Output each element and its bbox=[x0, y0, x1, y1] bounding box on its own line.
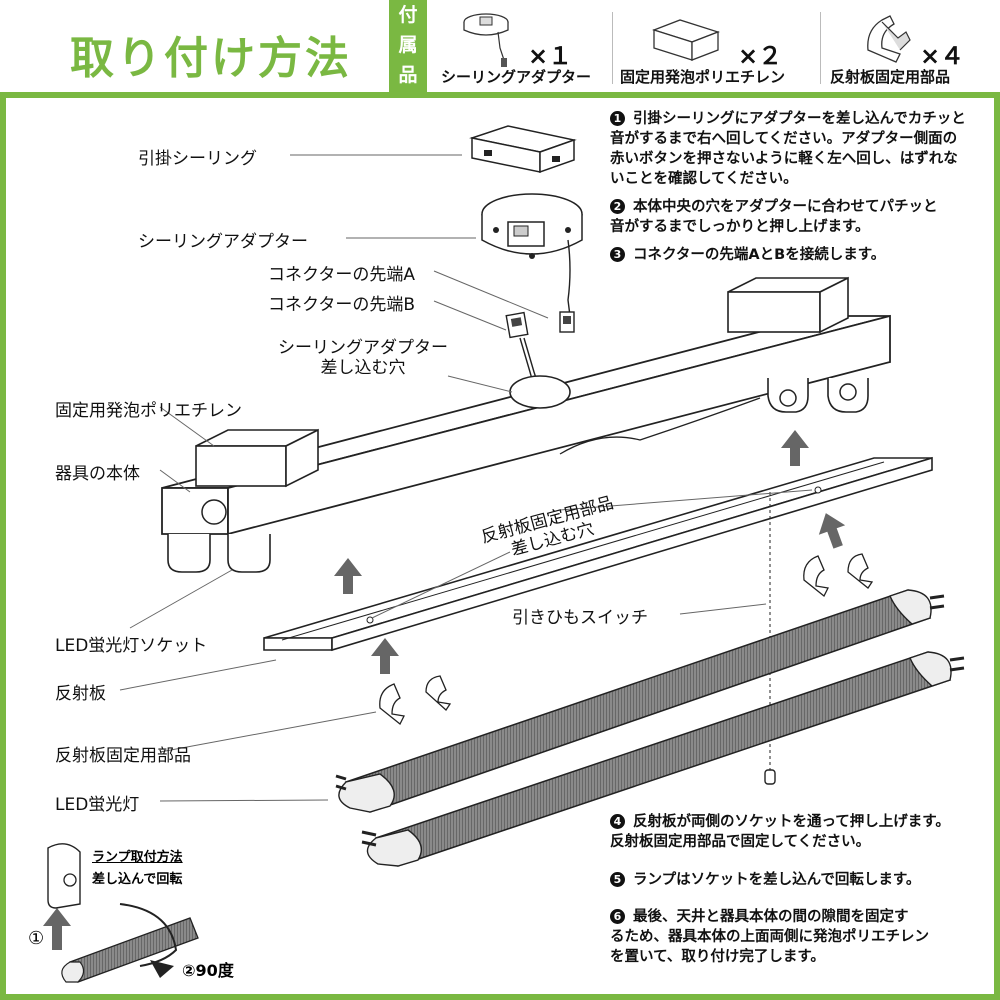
label-reflector-clip: 反射板固定用部品 bbox=[55, 746, 191, 766]
foam-block-icon bbox=[652, 19, 720, 61]
hikkake-ceiling-drawing bbox=[469, 125, 577, 174]
foam-block-right-drawing bbox=[727, 276, 849, 334]
label-adapter-hole-line: シーリングアダプター bbox=[278, 338, 448, 358]
label-adapter-hole-line: 差し込む穴 bbox=[320, 358, 406, 378]
accessory-qty: ×１ bbox=[528, 42, 573, 70]
step-number: 4 bbox=[610, 814, 625, 829]
up-arrow-icon bbox=[334, 558, 362, 594]
label-connector-b: コネクターの先端B bbox=[268, 295, 415, 315]
lamp-method-drawing bbox=[47, 843, 199, 983]
accessories-tab-char: 属 bbox=[398, 34, 418, 56]
reflector-drawing bbox=[263, 456, 933, 652]
reflector-clip-right-drawing bbox=[803, 553, 874, 598]
led-tube-lower-drawing bbox=[361, 651, 965, 867]
accessory-qty: ×４ bbox=[920, 42, 965, 70]
step-2: 2 本体中央の穴をアダプターに合わせてパチッと 音がするまでしっかりと押し上げます… bbox=[610, 197, 938, 237]
accessory-name: 固定用発泡ポリエチレン bbox=[620, 68, 786, 86]
label-adapter-hole: シーリングアダプター 差し込む穴 bbox=[258, 338, 468, 378]
ceiling-adapter-icon bbox=[463, 13, 509, 67]
label-hikkake-ceiling: 引掛シーリング bbox=[138, 149, 257, 169]
step-number: 2 bbox=[610, 199, 625, 214]
step-text: コネクターの先端AとBを接続します。 bbox=[633, 247, 886, 263]
step-5: 5 ランプはソケットを差し込んで回転します。 bbox=[610, 870, 920, 890]
step-text: 最後、天井と器具本体の間の隙間を固定す bbox=[633, 909, 909, 925]
step-text: 音がするまでしっかりと押し上げます。 bbox=[610, 219, 870, 235]
step-text: ランプはソケットを差し込んで回転します。 bbox=[633, 872, 921, 888]
label-socket: LED蛍光灯ソケット bbox=[55, 636, 208, 656]
accessories-tab-char: 品 bbox=[398, 64, 418, 86]
up-arrow-icon bbox=[43, 908, 71, 950]
up-arrow-icon bbox=[818, 513, 846, 549]
label-foam: 固定用発泡ポリエチレン bbox=[55, 401, 242, 421]
lamp-step-2: ②90度 bbox=[182, 961, 234, 980]
step-text: 反射板が両側のソケットを通って押し上げます。 bbox=[633, 814, 950, 830]
step-text: いことを確認してください。 bbox=[610, 171, 798, 187]
socket-left-drawing bbox=[167, 534, 271, 573]
step-text: 引掛シーリングにアダプターを差し込んでカチッと bbox=[633, 111, 966, 127]
accessory-qty: ×２ bbox=[738, 42, 783, 70]
step-number: 6 bbox=[610, 909, 625, 924]
step-4: 4 反射板が両側のソケットを通って押し上げます。 反射板固定用部品で固定してくださ… bbox=[610, 812, 950, 852]
label-reflector: 反射板 bbox=[55, 684, 106, 704]
assembly-arrows bbox=[43, 430, 846, 950]
label-led-tube: LED蛍光灯 bbox=[55, 795, 140, 815]
ceiling-adapter-drawing bbox=[481, 193, 583, 333]
label-connector-a: コネクターの先端A bbox=[268, 265, 415, 285]
reflector-clip-left-drawing bbox=[379, 675, 452, 726]
installation-diagram bbox=[43, 125, 965, 983]
step-1: 1 引掛シーリングにアダプターを差し込んでカチッと 音がするまで右へ回してください… bbox=[610, 109, 966, 189]
pull-switch-drawing bbox=[764, 492, 776, 785]
up-arrow-icon bbox=[371, 638, 399, 674]
leader-lines bbox=[119, 154, 813, 802]
step-text: 赤いボタンを押さないように軽く左へ回し、はずれな bbox=[610, 151, 958, 167]
socket-right-drawing bbox=[767, 378, 869, 413]
step-text: 音がするまで右へ回してください。アダプター側面の bbox=[610, 131, 958, 147]
label-ceiling-adapter: シーリングアダプター bbox=[138, 232, 308, 252]
accessory-divider bbox=[820, 12, 821, 84]
foam-block-left-drawing bbox=[195, 428, 319, 488]
lamp-method-title: ランプ取付方法 bbox=[92, 850, 183, 865]
page-title: 取り付け方法 bbox=[70, 33, 352, 84]
step-number: 3 bbox=[610, 247, 625, 262]
accessory-name: 反射板固定用部品 bbox=[830, 68, 951, 86]
step-3: 3 コネクターの先端AとBを接続します。 bbox=[610, 245, 885, 265]
accessory-divider bbox=[612, 12, 613, 84]
diagram-frame bbox=[0, 92, 1000, 1000]
step-6: 6 最後、天井と器具本体の間の隙間を固定す るため、器具本体の上面両側に発泡ポリエ… bbox=[610, 907, 929, 967]
label-fixture-body: 器具の本体 bbox=[55, 464, 140, 484]
step-number: 1 bbox=[610, 111, 625, 126]
lamp-method-subtitle: 差し込んで回転 bbox=[92, 872, 183, 887]
label-pull-switch: 引きひもスイッチ bbox=[512, 608, 648, 628]
reflector-clip-icon bbox=[867, 15, 911, 63]
step-text: 反射板固定用部品で固定してください。 bbox=[610, 834, 871, 850]
step-text: るため、器具本体の上面両側に発泡ポリエチレン bbox=[610, 929, 929, 945]
step-number: 5 bbox=[610, 872, 625, 887]
accessory-name: シーリングアダプター bbox=[441, 68, 592, 86]
accessories-tab-char: 付 bbox=[398, 4, 418, 26]
up-arrow-icon bbox=[781, 430, 809, 466]
step-text: 本体中央の穴をアダプターに合わせてパチッと bbox=[633, 199, 938, 215]
fixture-body-drawing bbox=[161, 314, 891, 536]
rotate-arrowhead-icon bbox=[150, 960, 174, 978]
accessories-tab: 付 属 品 bbox=[389, 0, 427, 92]
step-text: を置いて、取り付け完了します。 bbox=[610, 949, 825, 965]
led-tube-upper-drawing bbox=[335, 589, 945, 813]
lamp-step-1: ① bbox=[28, 928, 45, 949]
